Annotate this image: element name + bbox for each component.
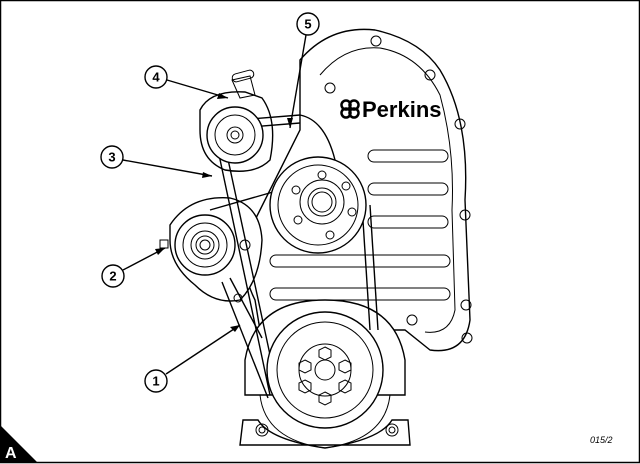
tensioner-pulley [174,214,236,276]
corner-label: A [5,445,17,462]
corner-tab [0,425,38,463]
reference-code: 015/2 [590,435,613,445]
callout-3-label: 3 [108,150,115,165]
case-ribs [269,149,451,301]
crankshaft-pulley [266,311,384,429]
callout-5: 5 [287,12,320,129]
callout-4-label: 4 [152,70,160,85]
perkins-emblem-icon [340,99,360,119]
callout-1-label: 1 [152,374,159,389]
water-pump-pulley [269,156,367,254]
callout-2-label: 2 [109,269,116,284]
callout-2: 2 [101,247,166,288]
alternator-pulley [206,106,264,164]
callout-1: 1 [144,324,241,393]
perkins-logo: Perkins [340,97,442,122]
callout-4: 4 [144,65,229,99]
logo-text: Perkins [362,97,442,122]
callout-5-label: 5 [304,17,311,32]
callout-3: 3 [100,145,213,178]
